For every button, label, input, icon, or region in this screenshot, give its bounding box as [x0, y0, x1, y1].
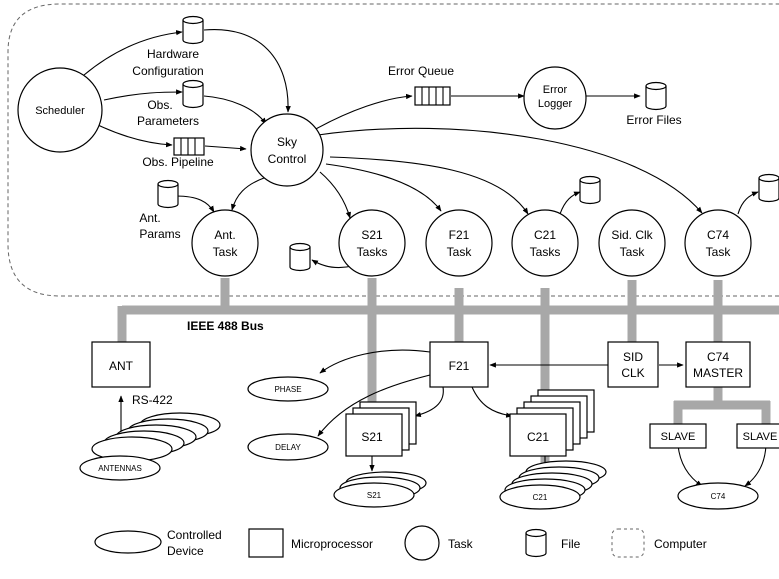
svg-text:S21: S21 — [367, 491, 382, 500]
svg-text:Task: Task — [447, 245, 473, 259]
queue-obs-pipeline — [173, 137, 205, 156]
scheduler-label: Scheduler — [35, 105, 85, 117]
svg-text:C74: C74 — [707, 228, 729, 242]
svg-text:Ant.: Ant. — [214, 228, 235, 242]
file-hardware-configuration — [182, 15, 204, 45]
bus-label: IEEE 488 Bus — [187, 319, 264, 333]
task-ant: Ant. Task — [191, 209, 259, 277]
svg-text:PHASE: PHASE — [274, 385, 301, 394]
svg-text:Sky: Sky — [277, 135, 297, 149]
svg-text:Tasks: Tasks — [357, 245, 388, 259]
svg-text:Sid. Clk: Sid. Clk — [611, 228, 653, 242]
task-s21: S21 Tasks — [338, 209, 406, 277]
svg-text:Parameters: Parameters — [137, 114, 199, 128]
device-phase: PHASE — [247, 376, 329, 402]
svg-text:C21: C21 — [527, 430, 549, 444]
svg-text:C21: C21 — [534, 228, 556, 242]
svg-text:Microprocessor: Microprocessor — [291, 537, 373, 551]
svg-text:CLK: CLK — [621, 366, 644, 380]
svg-text:C21: C21 — [533, 493, 548, 502]
svg-text:Logger: Logger — [538, 98, 573, 110]
device-s21-stack: S21 — [333, 471, 427, 508]
svg-text:Obs.: Obs. — [147, 98, 172, 112]
svg-text:ANTENNAS: ANTENNAS — [98, 464, 142, 473]
svg-text:SLAVE: SLAVE — [661, 431, 696, 443]
svg-text:Error Queue: Error Queue — [388, 64, 454, 78]
svg-text:MASTER: MASTER — [693, 366, 743, 380]
mp-slave-2: SLAVE — [736, 423, 779, 449]
mp-s21-stack: S21 — [345, 401, 417, 457]
svg-text:Params: Params — [139, 227, 180, 241]
legend: Controlled Device Microprocessor Task Fi… — [94, 525, 707, 561]
mp-f21: F21 — [429, 341, 489, 388]
task-c74: C74 Task — [684, 209, 752, 277]
svg-text:C74: C74 — [707, 350, 729, 364]
task-sky-control: Sky Control — [250, 113, 324, 187]
svg-text:RS-422: RS-422 — [132, 393, 173, 407]
svg-text:S21: S21 — [361, 228, 383, 242]
task-f21: F21 Task — [425, 209, 493, 277]
mp-c74-master: C74 MASTER — [685, 341, 751, 388]
file-c74-output — [758, 173, 779, 203]
svg-text:F21: F21 — [449, 359, 470, 373]
file-obs-parameters — [182, 79, 204, 109]
svg-text:SID: SID — [623, 350, 643, 364]
svg-text:Computer: Computer — [654, 537, 707, 551]
device-delay: DELAY — [247, 433, 329, 461]
device-arrows — [118, 349, 767, 487]
svg-text:Device: Device — [167, 544, 204, 558]
svg-text:File: File — [561, 537, 581, 551]
file-c21-output — [579, 175, 601, 205]
svg-text:Task: Task — [213, 245, 239, 259]
task-sid-clk: Sid. Clk Task — [598, 209, 666, 277]
mp-sid-clk: SID CLK — [607, 341, 659, 388]
file-error-files — [645, 81, 667, 111]
svg-text:C74: C74 — [711, 492, 726, 501]
svg-text:Task: Task — [620, 245, 646, 259]
svg-text:Tasks: Tasks — [530, 245, 561, 259]
dataflow-arrows — [83, 28, 759, 269]
svg-text:Task: Task — [448, 537, 474, 551]
svg-text:SLAVE: SLAVE — [743, 431, 778, 443]
file-s21-output — [289, 242, 311, 272]
mp-ant: ANT — [91, 341, 151, 388]
svg-text:Hardware: Hardware — [147, 47, 199, 61]
file-ant-params — [157, 179, 179, 209]
svg-text:S21: S21 — [361, 430, 383, 444]
mp-c21-stack: C21 — [509, 389, 595, 457]
svg-text:DELAY: DELAY — [275, 443, 301, 452]
svg-text:Configuration: Configuration — [132, 64, 203, 78]
svg-text:Controlled: Controlled — [167, 528, 222, 542]
svg-text:F21: F21 — [449, 228, 470, 242]
device-c74: C74 — [677, 482, 759, 510]
task-scheduler: Scheduler — [17, 67, 103, 153]
task-c21: C21 Tasks — [511, 209, 579, 277]
mp-slave-1: SLAVE — [649, 423, 707, 449]
queue-error — [414, 86, 451, 106]
computer-boundary — [7, 3, 779, 297]
svg-text:Control: Control — [268, 152, 307, 166]
svg-text:Error: Error — [543, 84, 568, 96]
svg-text:ANT: ANT — [109, 359, 134, 373]
device-antennas-stack: ANTENNAS — [79, 412, 221, 481]
svg-text:Task: Task — [706, 245, 732, 259]
svg-text:Obs. Pipeline: Obs. Pipeline — [142, 155, 214, 169]
task-error-logger: Error Logger — [523, 66, 587, 130]
svg-text:Error Files: Error Files — [626, 113, 681, 127]
svg-text:Ant.: Ant. — [139, 211, 160, 225]
device-c21-stack: C21 — [499, 460, 607, 510]
